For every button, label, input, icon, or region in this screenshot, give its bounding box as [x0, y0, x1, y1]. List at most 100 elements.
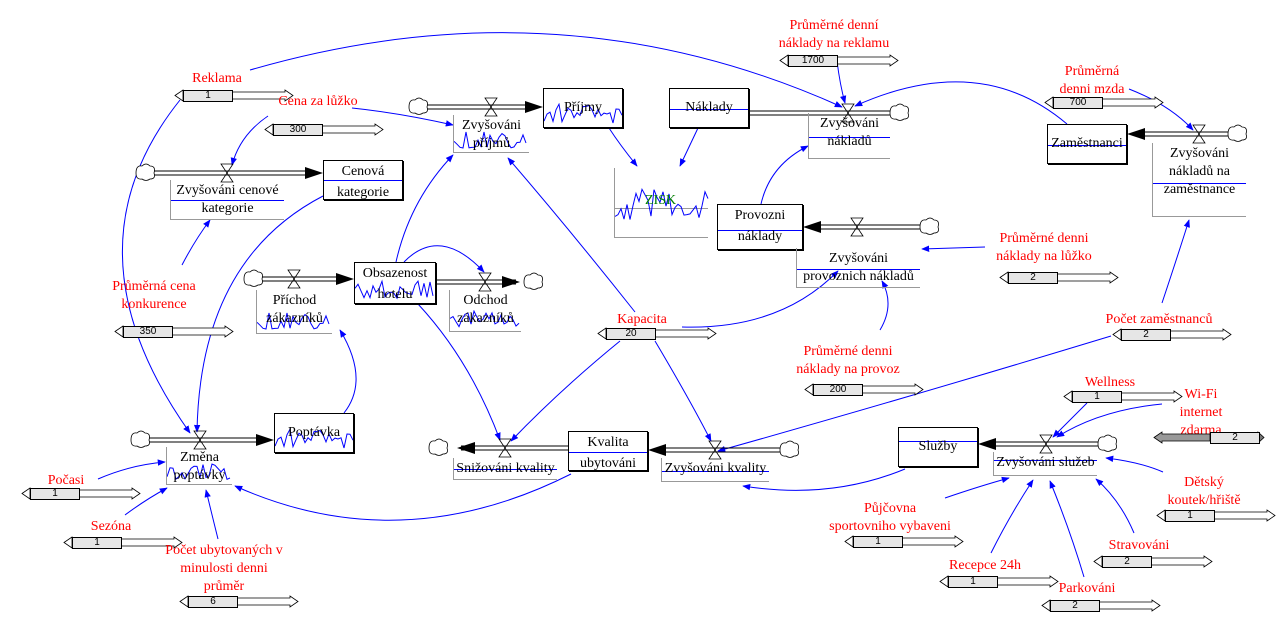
slider-value[interactable]: 2	[1210, 432, 1260, 444]
link-pocetzam-zvyskval[interactable]	[717, 335, 1112, 453]
slider-arrows[interactable]	[21, 487, 152, 500]
link-obsaz-snizovani[interactable]	[417, 303, 501, 441]
slider-value[interactable]: 6	[188, 596, 238, 608]
link-prov-nakladu[interactable]	[760, 145, 809, 205]
slider-value[interactable]: 1	[853, 536, 903, 548]
valve-icon[interactable]	[1039, 434, 1053, 454]
slider-increase-arrow[interactable]	[860, 383, 924, 396]
slider-arrows[interactable]	[1041, 599, 1172, 612]
link-obsaz-prijmu[interactable]	[395, 154, 454, 263]
slider-decrease-arrow[interactable]	[999, 271, 1009, 284]
link-wellness-sluzeb[interactable]	[1052, 402, 1088, 438]
stock-prijmy[interactable]: Příjmy	[543, 88, 623, 128]
slider-decrease-arrow[interactable]	[1041, 599, 1051, 612]
slider-arrows[interactable]	[1093, 555, 1224, 568]
link-cena-cenkat[interactable]	[230, 115, 269, 166]
slider-decrease-arrow[interactable]	[264, 123, 274, 136]
slider-pocet-zam[interactable]: 2	[1112, 328, 1243, 341]
slider-increase-arrow[interactable]	[320, 123, 384, 136]
slider-value[interactable]: 1	[1072, 391, 1122, 403]
flow-zvysovani-kvality[interactable]: Zvyšováni kvality	[661, 458, 769, 482]
slider-increase-arrow[interactable]	[77, 487, 141, 500]
link-reklama-nakladu[interactable]	[249, 32, 843, 108]
link-kvalita-poptavka[interactable]	[234, 473, 572, 521]
slider-value[interactable]: 2	[1008, 272, 1058, 284]
slider-decrease-arrow[interactable]	[1093, 555, 1103, 568]
link-reklama-poptavka[interactable]	[122, 99, 191, 434]
slider-decrease-arrow[interactable]	[114, 325, 124, 338]
slider-arrows[interactable]	[804, 383, 935, 396]
link-obsaz-odchod[interactable]	[403, 245, 485, 273]
slider-increase-arrow[interactable]	[1055, 271, 1119, 284]
slider-increase-arrow[interactable]	[1168, 328, 1232, 341]
slider-increase-arrow[interactable]	[900, 535, 964, 548]
slider-prum-cena-konk[interactable]: 350	[114, 325, 245, 338]
slider-decrease-arrow[interactable]	[844, 535, 854, 548]
slider-increase-arrow[interactable]	[835, 54, 899, 67]
slider-pujcovna[interactable]: 1	[844, 535, 975, 548]
link-kapacita-zvysovani[interactable]	[654, 340, 712, 442]
valve-icon[interactable]	[220, 163, 234, 183]
slider-value[interactable]: 350	[123, 326, 173, 338]
slider-value[interactable]: 700	[1053, 97, 1103, 109]
slider-arrows[interactable]	[597, 327, 728, 340]
slider-increase-arrow[interactable]	[119, 536, 183, 549]
link-parkovani-sluzeb[interactable]	[1049, 480, 1085, 578]
valve-icon[interactable]	[850, 217, 864, 237]
slider-cena-za-luzko[interactable]: 300	[264, 123, 395, 136]
slider-increase-arrow[interactable]	[1097, 599, 1161, 612]
slider-decrease-arrow[interactable]	[597, 327, 607, 340]
slider-increase-arrow[interactable]	[230, 89, 294, 102]
stock-sluzby[interactable]: Služby	[898, 427, 978, 467]
slider-value[interactable]: 300	[273, 124, 323, 136]
slider-decrease-arrow[interactable]	[1063, 390, 1073, 403]
slider-value[interactable]: 2	[1121, 329, 1171, 341]
link-poptavka-prichod[interactable]	[339, 329, 357, 414]
slider-decrease-arrow[interactable]	[1112, 328, 1122, 341]
slider-value[interactable]: 1	[1165, 510, 1215, 522]
link-pocasi-poptavka[interactable]	[97, 459, 166, 480]
valve-icon[interactable]	[193, 430, 207, 450]
slider-recepce[interactable]: 1	[939, 575, 1070, 588]
slider-parkovani[interactable]: 2	[1041, 599, 1172, 612]
link-sezona-poptavka[interactable]	[124, 487, 168, 516]
slider-decrease-arrow[interactable]	[1156, 509, 1166, 522]
slider-decrease-arrow[interactable]	[779, 54, 789, 67]
slider-arrows[interactable]	[1063, 390, 1194, 403]
slider-arrows[interactable]	[114, 325, 245, 338]
slider-decrease-arrow[interactable]	[1044, 96, 1054, 109]
slider-value[interactable]: 2	[1102, 556, 1152, 568]
valve-icon[interactable]	[498, 438, 512, 458]
link-pujcovna-sluzeb[interactable]	[944, 476, 1010, 499]
slider-increase-arrow[interactable]	[653, 327, 717, 340]
slider-detsky-koutek[interactable]: 1	[1156, 509, 1281, 522]
slider-arrows[interactable]	[1156, 509, 1281, 522]
link-stravovani-sluzeb[interactable]	[1095, 478, 1135, 534]
slider-prum-mzda[interactable]: 700	[1044, 96, 1175, 109]
slider-arrows[interactable]	[1112, 328, 1243, 341]
valve-icon[interactable]	[287, 269, 301, 289]
slider-sezona[interactable]: 1	[63, 536, 194, 549]
slider-decrease-arrow[interactable]	[179, 595, 189, 608]
flow-snizovani-kvality[interactable]: Snižováni kvality	[453, 458, 557, 480]
slider-arrows[interactable]	[999, 271, 1130, 284]
slider-prum-nakl-luzko[interactable]: 2	[999, 271, 1130, 284]
slider-decrease-arrow[interactable]	[63, 536, 73, 549]
link-naklady-zisk[interactable]	[679, 127, 699, 167]
link-detsky-sluzeb[interactable]	[1105, 455, 1164, 473]
link-provoz-prov[interactable]	[879, 280, 889, 331]
link-konk-cenkat[interactable]	[181, 219, 211, 266]
stock-naklady[interactable]: Náklady	[669, 88, 749, 128]
slider-arrows[interactable]	[939, 575, 1070, 588]
stock-poptavka[interactable]: Poptávka	[274, 413, 354, 453]
